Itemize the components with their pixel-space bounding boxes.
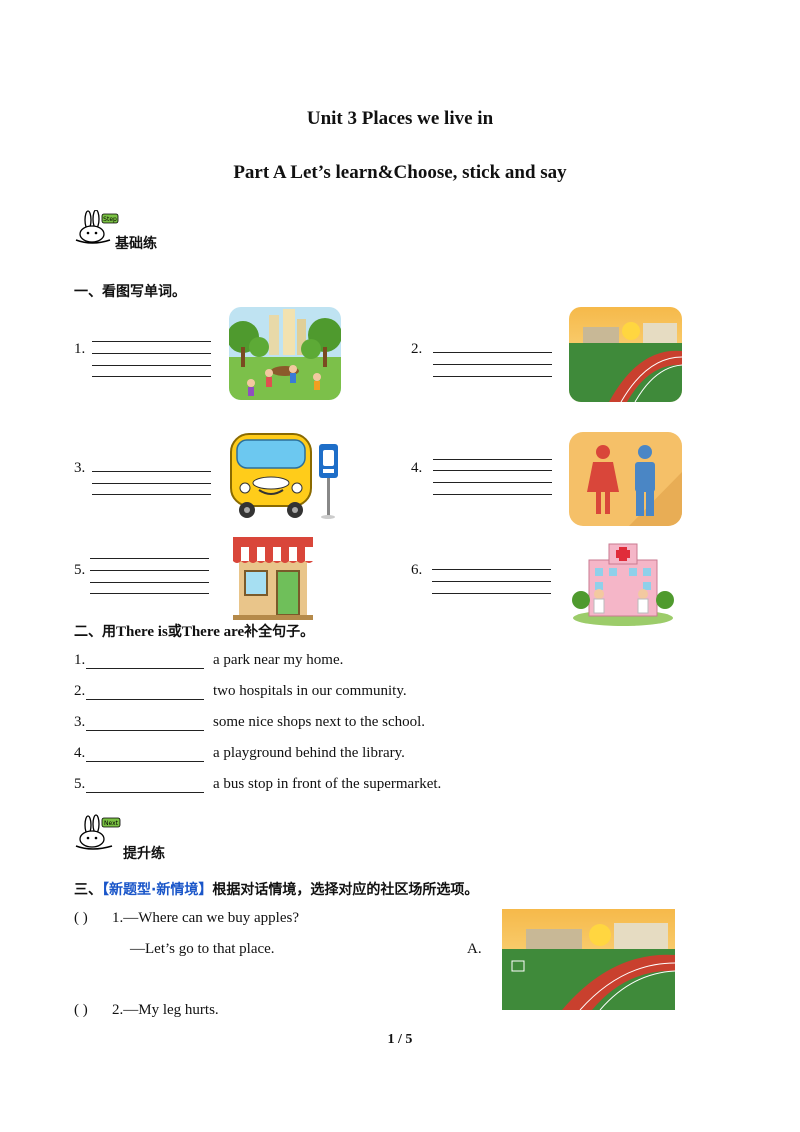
badge-step: Step (103, 216, 117, 223)
q1-answer-paren[interactable]: ( ) (74, 910, 88, 926)
park-image (229, 307, 341, 400)
part1-heading: 一、看图写单词。 (74, 284, 186, 300)
page-title: Unit 3 Places we live in (306, 108, 494, 129)
fill-item-5: 5. (74, 776, 86, 792)
bunny-mascot-icon: Step (74, 210, 120, 244)
answer-line-6[interactable] (432, 569, 551, 570)
part2-heading: 二、用There is或There are补全句子。 (74, 624, 315, 640)
answer-line-1[interactable] (92, 353, 211, 354)
playground-image (569, 307, 682, 402)
option-a-label: A. (467, 941, 482, 957)
fill-item-2: 2. (74, 683, 86, 699)
answer-line-2[interactable] (433, 352, 552, 353)
item-number-4: 4. (411, 460, 423, 476)
shop-image (233, 535, 313, 620)
page-number: 1 / 5 (387, 1032, 413, 1047)
item-number-2: 2. (411, 341, 423, 357)
fill-item-3: 3. (74, 714, 86, 730)
item-number-6: 6. (411, 562, 423, 578)
bunny-mascot-icon: Next (74, 814, 122, 850)
q2-answer-paren[interactable]: ( ) (74, 1002, 88, 1018)
item-number-1: 1. (74, 341, 86, 357)
fill-blank-2[interactable] (86, 699, 204, 700)
fill-item-4: 4. (74, 745, 86, 761)
q1-line1: 1.—Where can we buy apples? (112, 910, 300, 926)
item-number-3: 3. (74, 460, 86, 476)
answer-line-4[interactable] (433, 470, 552, 471)
answer-line-3[interactable] (92, 471, 211, 472)
page-subtitle: Part A Let’s learn&Choose, stick and say (233, 162, 567, 183)
fill-sentence-5: a bus stop in front of the supermarket. (213, 776, 442, 792)
fill-sentence-3: some nice shops next to the school. (213, 714, 426, 730)
fill-blank-1[interactable] (86, 668, 204, 669)
fill-item-1: 1. (74, 652, 86, 668)
fill-sentence-4: a playground behind the library. (213, 745, 405, 761)
fill-blank-3[interactable] (86, 730, 204, 731)
fill-sentence-1: a park near my home. (213, 652, 344, 668)
option-a-playground-image[interactable] (502, 909, 675, 1010)
fill-sentence-2: two hospitals in our community. (213, 683, 407, 699)
section-improve-label: 提升练 (123, 846, 165, 862)
q2-line1: 2.—My leg hurts. (112, 1002, 219, 1018)
fill-blank-4[interactable] (86, 761, 204, 762)
item-number-5: 5. (74, 562, 86, 578)
hospital-image (569, 538, 677, 626)
answer-line-5[interactable] (90, 570, 209, 571)
q1-line2: —Let’s go to that place. (130, 941, 275, 957)
badge-next: Next (104, 820, 119, 827)
bus-stop-image (229, 428, 341, 521)
section-basic-label: 基础练 (115, 236, 157, 252)
restroom-image (569, 432, 682, 526)
part3-heading: 三、【新题型·新情境】根据对话情境，选择对应的社区场所选项。 (74, 882, 479, 898)
fill-blank-5[interactable] (86, 792, 204, 793)
